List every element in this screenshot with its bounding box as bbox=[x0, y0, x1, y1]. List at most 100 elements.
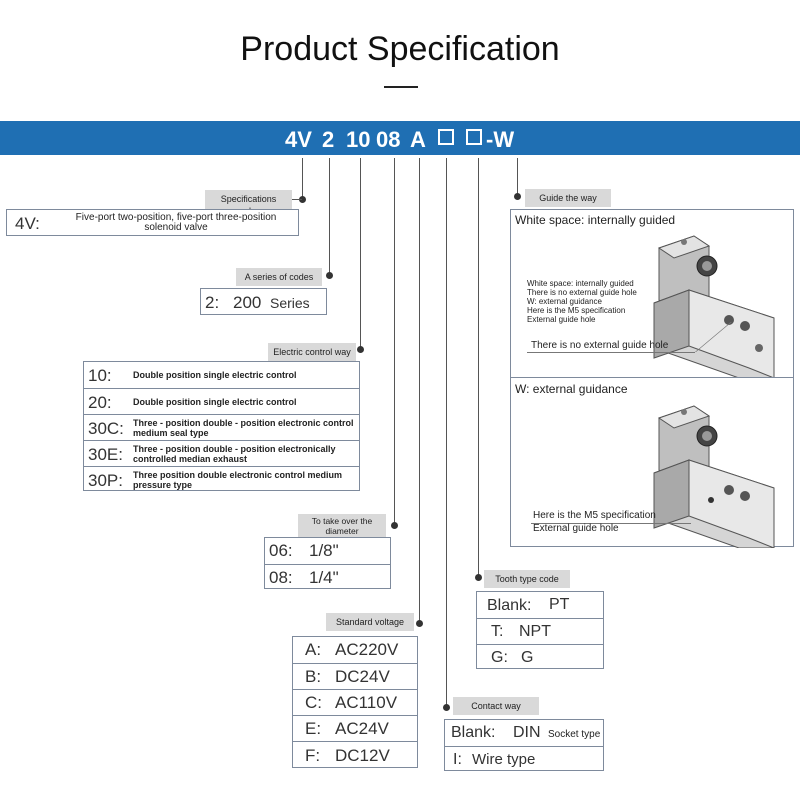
note-line: W: external guidance bbox=[527, 297, 603, 306]
electric-control-desc: Three - position double - position elect… bbox=[133, 418, 354, 438]
diameter-row: 06: 1/8" bbox=[265, 538, 390, 564]
connector-line bbox=[302, 158, 303, 198]
electric-control-tag: Electric control way bbox=[268, 343, 356, 361]
series-box: 2: 200 Series bbox=[200, 288, 327, 315]
contact-box: Blank: DIN Socket type I: Wire type bbox=[444, 719, 604, 771]
connector-line bbox=[360, 158, 361, 350]
electric-control-row: 10: Double position single electric cont… bbox=[84, 362, 359, 388]
contact-row: I: Wire type bbox=[445, 746, 603, 772]
note-line: Here is the M5 specification bbox=[527, 306, 626, 315]
diameter-tag-line1: To take over the bbox=[311, 516, 373, 526]
connector-line bbox=[478, 158, 479, 578]
series-value: 200 bbox=[233, 293, 262, 312]
series-tag: A series of codes bbox=[236, 268, 322, 286]
electric-control-row: 30P: Three position double electronic co… bbox=[84, 466, 359, 492]
tooth-code: T: bbox=[491, 623, 504, 640]
tooth-row: Blank: PT bbox=[477, 592, 603, 618]
desc-line1: Double position single electric control bbox=[133, 370, 297, 380]
diameter-box: 06: 1/8" 08: 1/4" bbox=[264, 537, 391, 589]
connector-line bbox=[517, 158, 518, 196]
voltage-value: AC220V bbox=[335, 640, 399, 659]
connector-line bbox=[446, 158, 447, 708]
guide-box: White space: internally guided White spa… bbox=[510, 209, 794, 548]
specifications-box: 4V: Five-port two-position, five-port th… bbox=[6, 209, 299, 236]
tooth-box: Blank: PT T: NPT G: G bbox=[476, 591, 604, 669]
guide-tag: Guide the way bbox=[525, 189, 611, 207]
code-part-4v: 4V bbox=[285, 127, 312, 152]
model-code-banner bbox=[0, 121, 800, 155]
code-part-a: A bbox=[410, 127, 426, 152]
guide-panel1-callout: There is no external guide hole bbox=[531, 340, 669, 351]
code-placeholder-box-1 bbox=[438, 129, 454, 145]
panel-divider bbox=[511, 377, 793, 378]
series-unit: Series bbox=[270, 295, 310, 311]
connector-dot bbox=[514, 193, 521, 200]
guide-panel1-title: White space: internally guided bbox=[515, 213, 676, 227]
voltage-code: C: bbox=[305, 693, 322, 712]
specifications-desc-line2: solenoid valve bbox=[144, 222, 208, 233]
connector-dot bbox=[299, 196, 306, 203]
desc-line1: Three - position double - position elect… bbox=[133, 444, 336, 454]
tooth-value: NPT bbox=[519, 623, 551, 640]
connector-line bbox=[292, 199, 302, 200]
connector-dot bbox=[357, 346, 364, 353]
voltage-box: A: AC220V B: DC24V C: AC110V E: AC24V F:… bbox=[292, 636, 418, 768]
electric-control-desc: Three - position double - position elect… bbox=[133, 444, 336, 464]
voltage-row: B: DC24V bbox=[293, 663, 417, 689]
electric-control-desc: Three position double electronic control… bbox=[133, 470, 342, 490]
voltage-row: C: AC110V bbox=[293, 689, 417, 715]
voltage-value: AC24V bbox=[335, 719, 389, 738]
diameter-code: 06: bbox=[269, 541, 293, 560]
callout-line bbox=[531, 523, 691, 524]
solenoid-valve-illustration bbox=[653, 405, 775, 548]
guide-panel2-title: W: external guidance bbox=[515, 382, 628, 396]
connector-line bbox=[394, 158, 395, 526]
desc-line2: pressure type bbox=[133, 480, 193, 490]
connector-dot bbox=[326, 272, 333, 279]
specifications-code: 4V: bbox=[15, 214, 40, 233]
voltage-row: E: AC24V bbox=[293, 715, 417, 741]
note-line: White space: internally guided bbox=[527, 279, 634, 288]
tooth-row: G: G bbox=[477, 644, 603, 670]
electric-control-desc: Double position single electric control bbox=[133, 397, 297, 407]
diameter-value: 1/8" bbox=[309, 541, 339, 560]
title-underline bbox=[384, 86, 418, 88]
connector-dot bbox=[443, 704, 450, 711]
voltage-tag: Standard voltage bbox=[326, 613, 414, 631]
tooth-row: T: NPT bbox=[477, 618, 603, 644]
tooth-tag: Tooth type code bbox=[484, 570, 570, 588]
note-line: There is no external guide hole bbox=[527, 288, 637, 297]
electric-control-box: 10: Double position single electric cont… bbox=[83, 361, 360, 491]
electric-control-row: 20: Double position single electric cont… bbox=[84, 388, 359, 414]
voltage-value: AC110V bbox=[335, 693, 398, 712]
desc-line2: medium seal type bbox=[133, 428, 209, 438]
electric-control-code: 20: bbox=[88, 393, 112, 412]
voltage-value: DC24V bbox=[335, 667, 390, 686]
contact-value: Wire type bbox=[472, 751, 536, 768]
contact-tag: Contact way bbox=[453, 697, 539, 715]
contact-code: Blank: bbox=[451, 724, 496, 741]
solenoid-valve-illustration bbox=[653, 235, 775, 378]
code-placeholder-box-2 bbox=[466, 129, 482, 145]
electric-control-code: 30C: bbox=[88, 419, 124, 438]
connector-dot bbox=[416, 620, 423, 627]
diameter-value: 1/4" bbox=[309, 568, 339, 587]
code-part-10: 10 bbox=[346, 127, 371, 152]
connector-line bbox=[329, 158, 330, 276]
contact-note: Socket type bbox=[548, 729, 601, 740]
code-part-w: -W bbox=[486, 127, 515, 152]
page-title: Product Specification bbox=[240, 30, 560, 68]
specifications-desc-line1: Five-port two-position, five-port three-… bbox=[75, 212, 277, 223]
guide-panel2-callout2: External guide hole bbox=[533, 523, 619, 534]
desc-line1: Three position double electronic control… bbox=[133, 470, 343, 480]
diameter-row: 08: 1/4" bbox=[265, 564, 390, 590]
electric-control-row: 30C: Three - position double - position … bbox=[84, 414, 359, 440]
voltage-code: A: bbox=[305, 640, 322, 659]
callout-line bbox=[527, 352, 695, 353]
desc-line1: Double position single electric control bbox=[133, 397, 297, 407]
voltage-value: DC12V bbox=[335, 746, 390, 765]
voltage-code: E: bbox=[305, 719, 322, 738]
connector-dot bbox=[475, 574, 482, 581]
electric-control-code: 30P: bbox=[88, 471, 123, 490]
